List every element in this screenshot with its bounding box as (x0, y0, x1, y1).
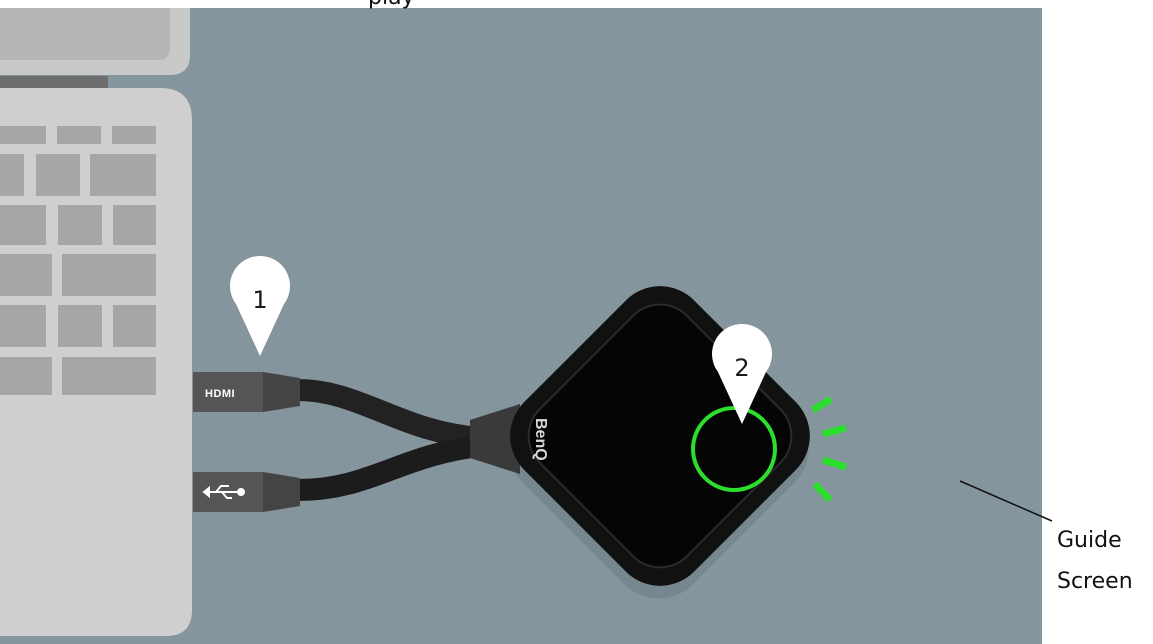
top-strip (0, 0, 1042, 8)
usb-connector (193, 472, 300, 512)
callout-label-guide: Guide (1057, 530, 1122, 552)
callout-label-screen: Screen (1057, 571, 1133, 593)
brand-logo: BenQ (532, 418, 549, 461)
pin-number-2: 2 (734, 354, 749, 382)
hdmi-connector: HDMI (193, 372, 300, 412)
laptop (0, 8, 192, 636)
hdmi-label: HDMI (205, 388, 235, 400)
laptop-screen-edge (0, 8, 170, 60)
pin-number-1: 1 (252, 286, 267, 314)
top-caption-fragment: play (368, 0, 415, 10)
